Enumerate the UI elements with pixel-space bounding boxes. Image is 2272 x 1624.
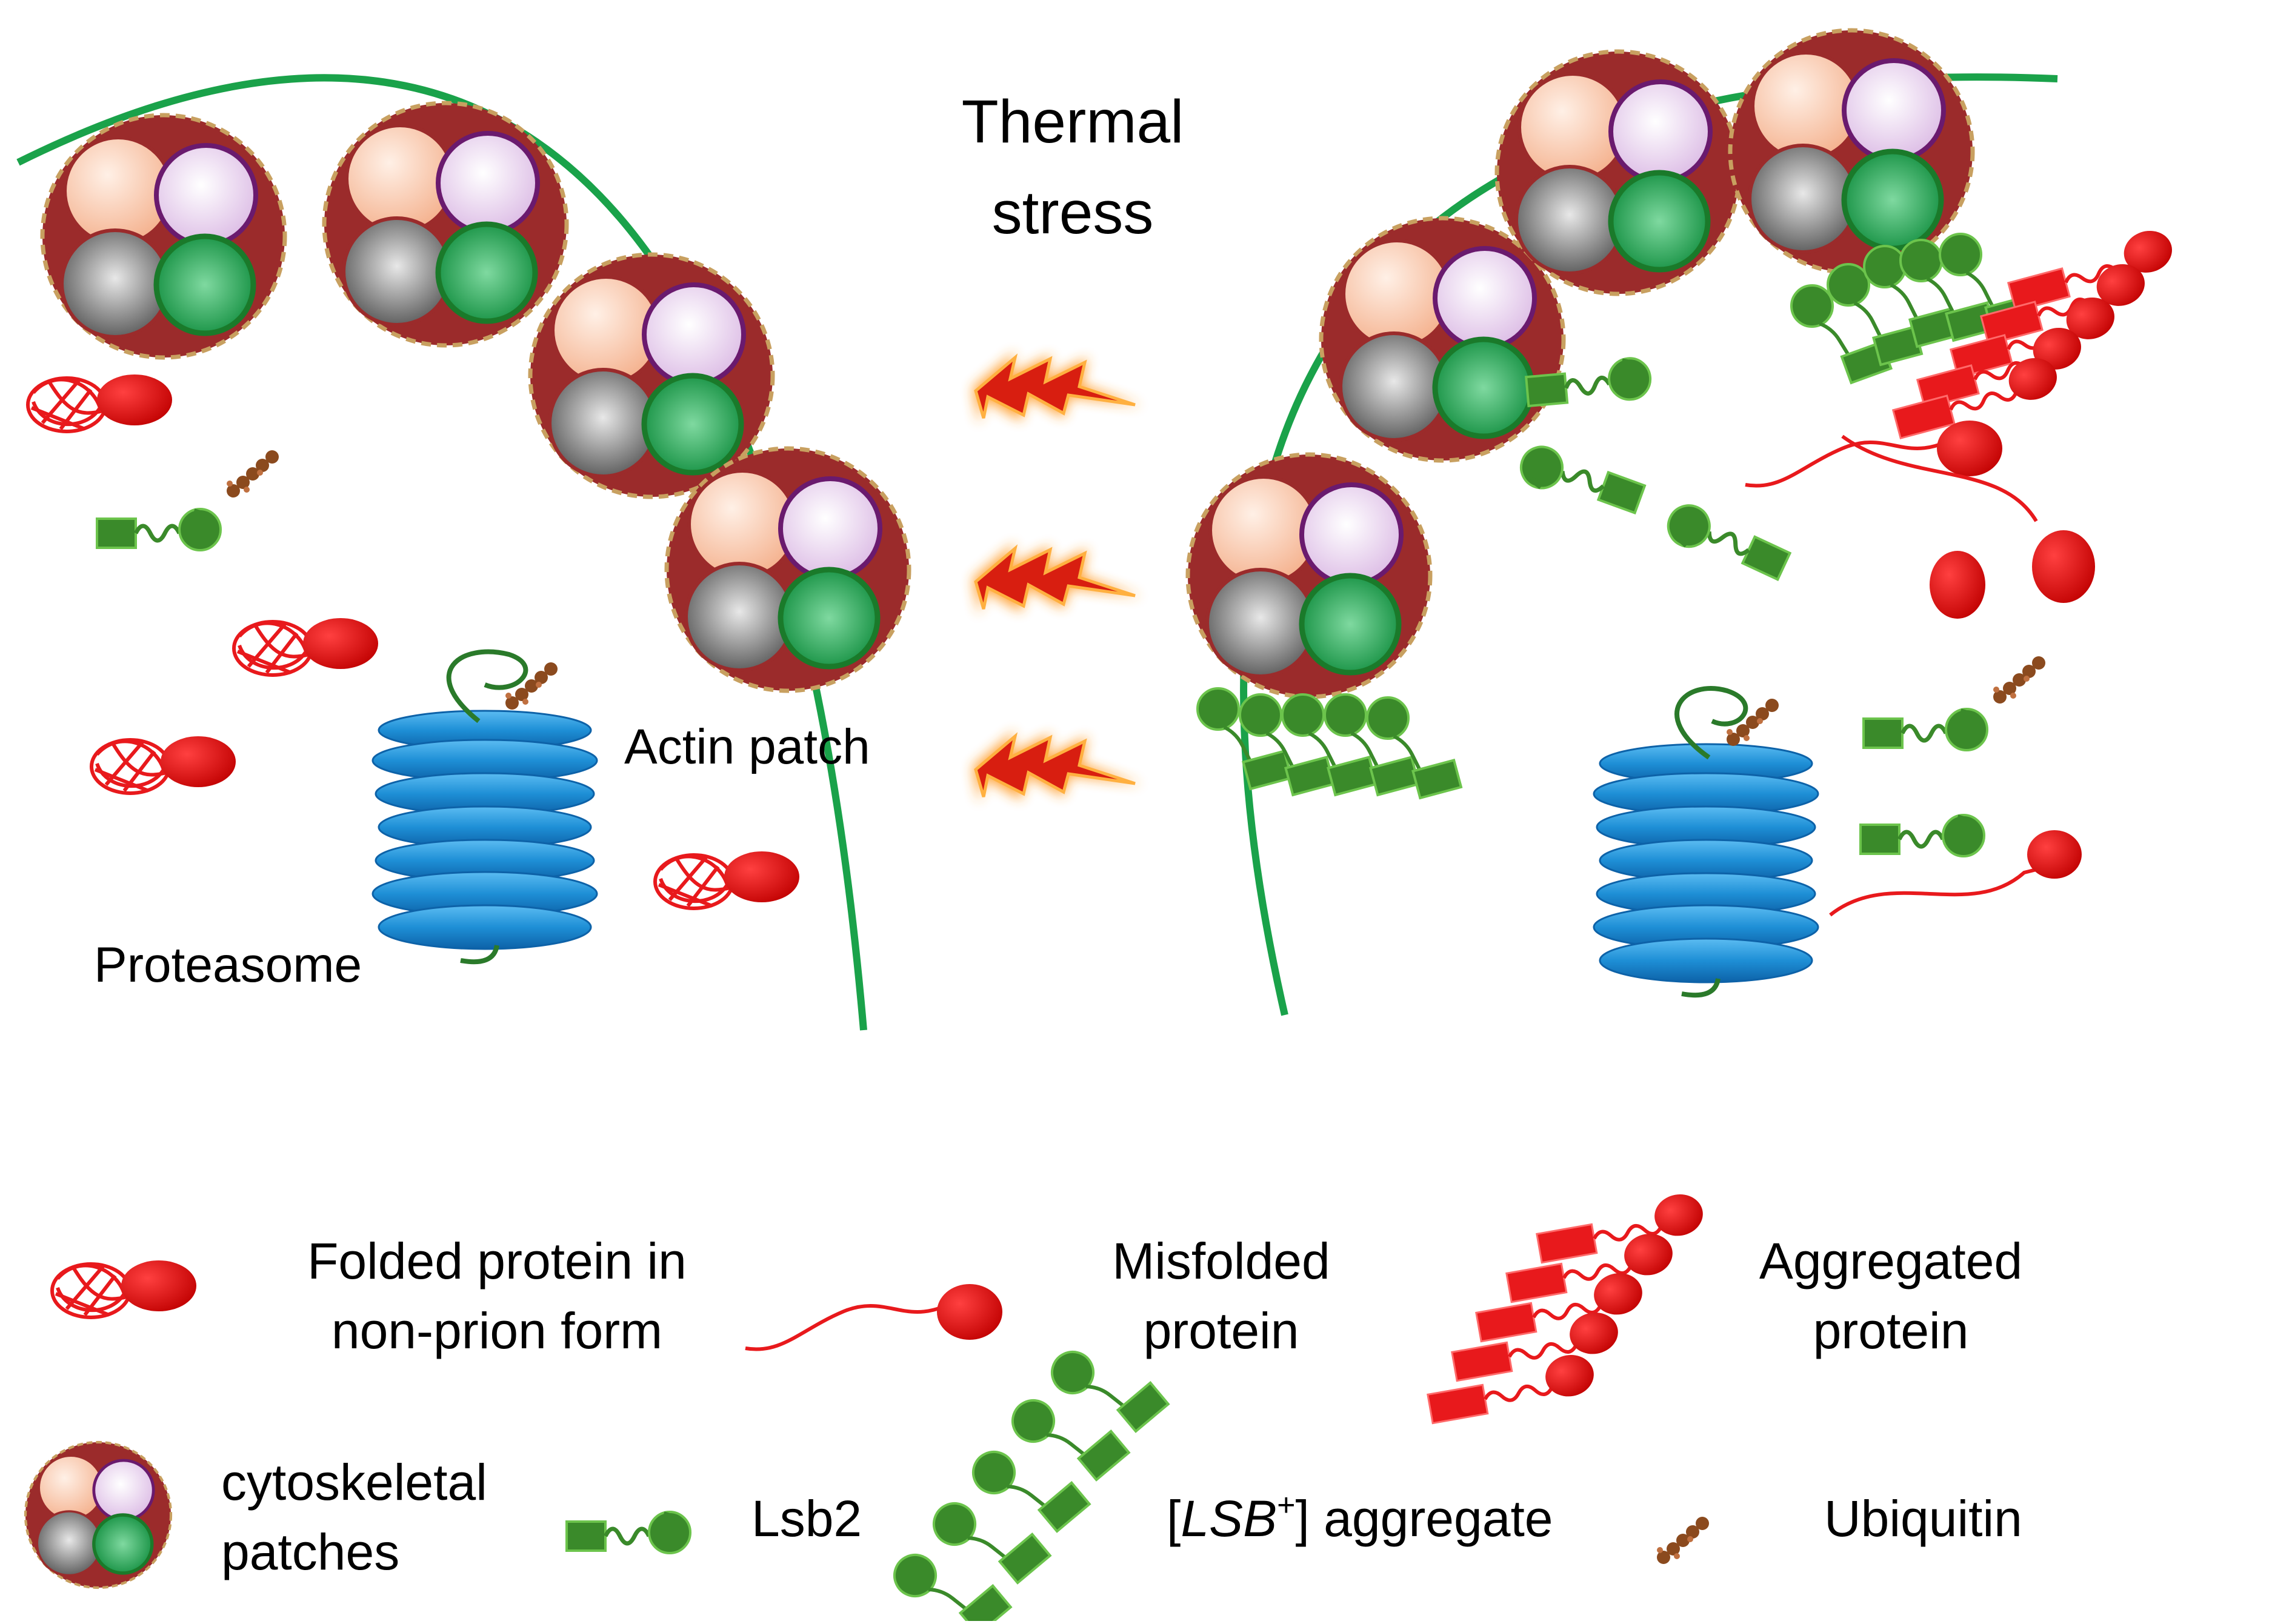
lsb2-icon: [97, 509, 221, 550]
cytoskeletal-patch-icon: [1188, 454, 1430, 697]
lsb2-icon: [1515, 441, 1645, 522]
legend-misfolded-line2: protein: [1144, 1302, 1299, 1359]
folded-protein-icon: [28, 374, 172, 431]
proteasome-substrate: [1674, 686, 1748, 760]
misfolded-protein-icon: [1841, 434, 2038, 522]
cytoskeletal-patch-icon: [1730, 30, 1973, 273]
actin-patch-label: Actin patch: [624, 719, 870, 774]
thermal-stress-label-line2: stress: [992, 179, 1154, 247]
cytoskeletal-patch-icon: [25, 1442, 171, 1588]
legend-ubiquitin: Ubiquitin: [1824, 1490, 2022, 1547]
cytoskeletal-patch-icon: [42, 115, 285, 358]
ubiquitin-icon: [1657, 1517, 1709, 1564]
legend: Folded protein in non-prion form Misfold…: [25, 1191, 2022, 1621]
ubiquitin-icon: [1993, 656, 2045, 704]
aggregated-protein-icon: [1425, 1191, 1707, 1423]
lightning-bolt-icon: [973, 730, 1142, 803]
misfolded-protein-icon: [745, 1284, 1002, 1349]
misfolded-protein-head: [2032, 530, 2095, 603]
proteasome-icon: [373, 711, 597, 962]
proteasome-substrate: [446, 649, 528, 724]
ubiquitin-icon: [227, 450, 279, 498]
folded-protein-icon: [234, 618, 378, 675]
lightning-bolt-icon: [973, 542, 1142, 615]
legend-cytoskeletal-line2: patches: [221, 1523, 399, 1580]
folded-protein-icon: [52, 1260, 196, 1317]
misfolded-protein-head: [2027, 830, 2082, 879]
legend-folded-line1: Folded protein in: [307, 1233, 687, 1290]
cytoskeletal-patch-icon: [324, 103, 567, 345]
legend-folded-line2: non-prion form: [331, 1302, 662, 1359]
misfolded-protein-head: [1930, 551, 1985, 619]
cytoskeletal-patch-icon: [1497, 52, 1739, 294]
lsb2-icon: [1861, 815, 1984, 856]
lightning-bolt-icon: [973, 351, 1142, 424]
legend-cytoskeletal-line1: cytoskeletal: [221, 1454, 487, 1511]
proteasome-icon: [1594, 744, 1818, 995]
thermal-stress-label-line1: Thermal: [962, 88, 1184, 156]
legend-aggregated-line1: Aggregated: [1759, 1233, 2022, 1290]
lsb2-icon: [567, 1512, 690, 1553]
lsb-aggregate-icon: [888, 1323, 1173, 1621]
legend-misfolded-line1: Misfolded: [1112, 1233, 1330, 1290]
cytoskeletal-patch-icon: [667, 448, 909, 691]
misfolded-protein-icon: [1829, 865, 2049, 917]
legend-lsb-aggregate: [LSB+] aggregate: [1167, 1488, 1553, 1547]
legend-lsb2: Lsb2: [751, 1490, 862, 1547]
folded-protein-icon: [92, 736, 236, 793]
proteasome-label: Proteasome: [94, 937, 362, 993]
lsb2-icon: [1864, 709, 1987, 750]
lsb-aggregate-icon: [1198, 688, 1461, 798]
legend-aggregated-line2: protein: [1813, 1302, 1969, 1359]
lsb2-icon: [1662, 499, 1791, 588]
folded-protein-icon: [655, 851, 799, 908]
